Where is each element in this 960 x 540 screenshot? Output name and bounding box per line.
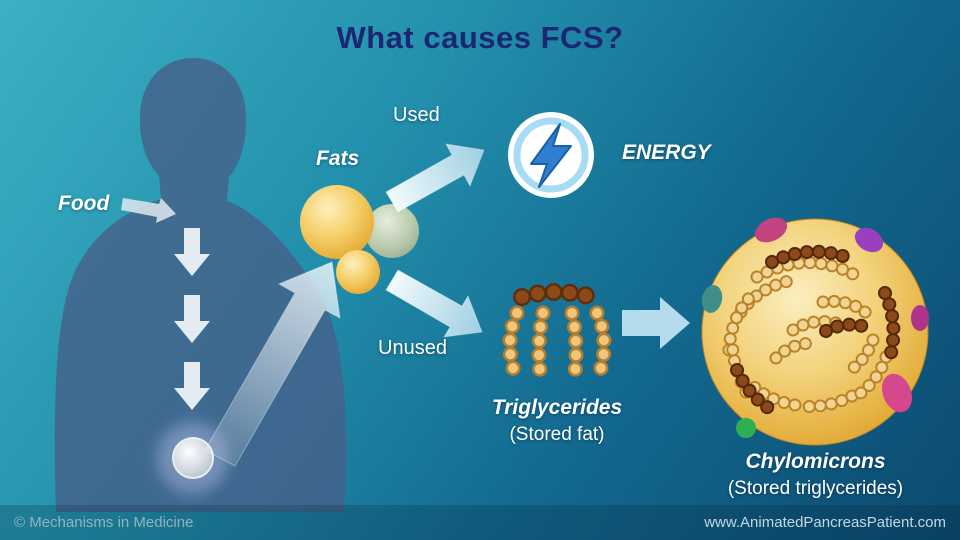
- label-chylomicrons: Chylomicrons: [745, 450, 886, 473]
- label-triglycerides: Triglycerides: [491, 396, 623, 419]
- food-arrow-icon: [121, 198, 176, 223]
- footer-band: [0, 505, 960, 540]
- label-triglycerides-sub: (Stored fat): [509, 424, 605, 445]
- label-chylomicrons-sub: (Stored triglycerides): [727, 478, 904, 499]
- fat-spheres: [300, 185, 419, 294]
- label-used: Used: [393, 104, 440, 126]
- chylomicrons-caption: Chylomicrons (Stored triglycerides): [663, 450, 960, 500]
- stomach-to-fats-arrow-icon: [204, 261, 341, 467]
- triglycerides-to-chylomicron-arrow-icon: [622, 297, 690, 349]
- label-fats: Fats: [316, 147, 360, 170]
- label-food: Food: [58, 192, 110, 215]
- energy-icon: [508, 112, 594, 198]
- label-unused: Unused: [378, 337, 447, 359]
- chylomicron-sphere: [701, 217, 929, 446]
- footer-copyright: © Mechanisms in Medicine: [14, 514, 194, 531]
- unused-arrow-icon: [385, 269, 483, 338]
- footer-website: www.AnimatedPancreasPatient.com: [704, 514, 946, 531]
- label-energy: ENERGY: [622, 141, 711, 164]
- chylomicron-surface-proteins: [701, 217, 929, 438]
- digestion-arrows-icon: [174, 228, 210, 410]
- triglycerides-caption: Triglycerides (Stored fat): [437, 396, 677, 446]
- lightning-bolt-icon: [530, 123, 572, 188]
- page-title: What causes FCS?: [336, 20, 624, 55]
- triglyceride-molecule: [502, 283, 612, 389]
- used-arrow-icon: [385, 143, 485, 213]
